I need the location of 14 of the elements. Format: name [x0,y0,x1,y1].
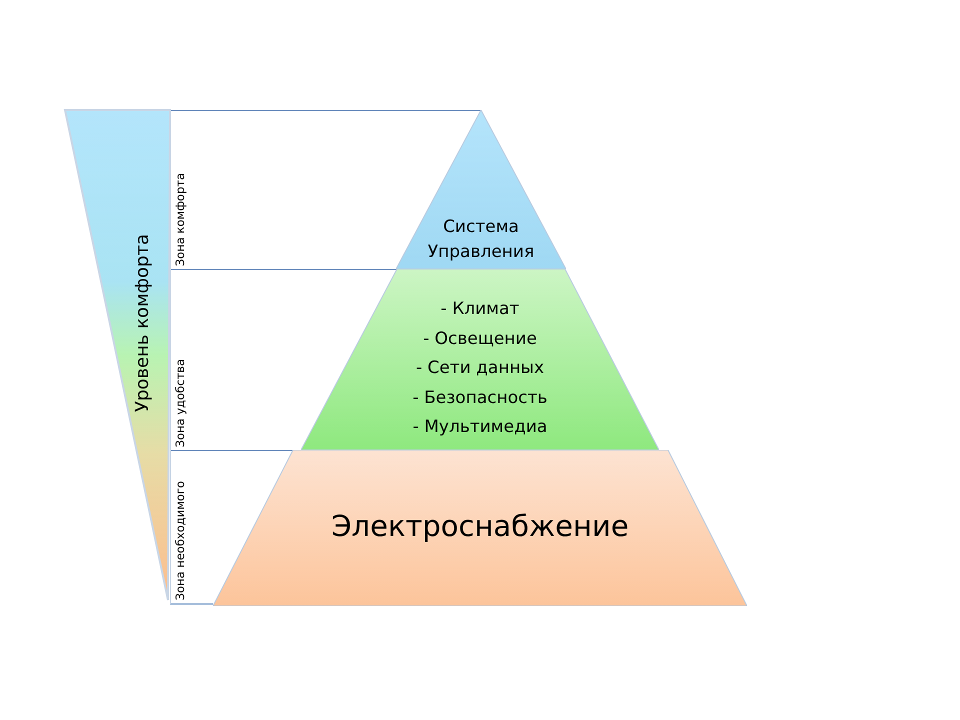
tier-text: - Мультимедиа [412,416,548,439]
zone-label: Зона необходимого [173,480,187,600]
tier-text: - Сети данных [414,357,546,380]
tier-text: Электроснабжение [330,508,630,544]
tier-text: - Освещение [422,328,538,350]
pyramid-tier [213,450,747,606]
axis-title: Уровень комфорта [132,234,153,412]
tier-text: Система Управления [426,216,536,264]
tier-text: - Климат [440,298,520,321]
tier-text: - Безопасность [412,386,548,410]
zone-band [170,450,213,605]
zone-label: Зона комфорта [173,172,187,266]
zone-label: Зона удобства [173,358,187,447]
comfort-level-wedge [62,108,174,602]
